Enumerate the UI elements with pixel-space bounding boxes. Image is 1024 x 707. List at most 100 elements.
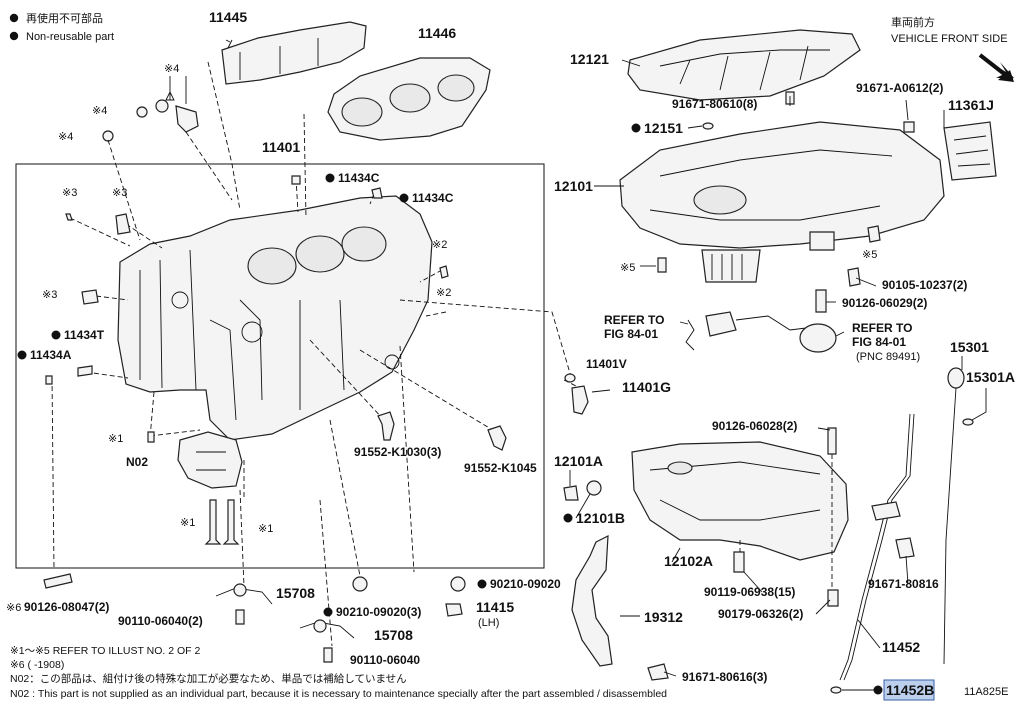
label-11434C-a: 11434C <box>338 171 380 185</box>
label-s1-a: ※1 <box>108 433 123 445</box>
part-11452-dipstick-guide <box>830 413 915 694</box>
label-11415-lh: (LH) <box>478 617 499 629</box>
part-12151-oring <box>702 122 714 130</box>
cylinder-block <box>117 195 433 441</box>
labels-right: 12121 91671-80610(8) 91671-A0612(2) 1136… <box>554 51 1015 701</box>
label-s2-b: ※2 <box>436 287 451 299</box>
label-90110-06040: 90110-06040 <box>350 653 420 667</box>
non-reusable-dot-icon <box>51 330 61 340</box>
part-15301-dipstick <box>943 367 974 665</box>
label-90119-06938: 90119-06938(15) <box>704 585 795 599</box>
label-11434T: 11434T <box>64 328 105 342</box>
label-11434A: 11434A <box>30 348 72 362</box>
label-12101B: 12101B <box>576 510 625 526</box>
labels-left: 11445 11446 ※4 ※4 ※4 11401 11434C 11434C… <box>6 9 671 667</box>
front-label-jp: 車両前方 <box>891 15 935 29</box>
label-fig-84-01-1: FIG 84-01 <box>604 327 658 341</box>
label-19312: 19312 <box>644 609 683 625</box>
label-15301A: 15301A <box>966 369 1015 385</box>
note-1: ※1～※5 REFER TO ILLUST NO. 2 OF 2 <box>10 645 200 657</box>
label-11401: 11401 <box>262 139 300 155</box>
part-12102A <box>631 441 849 561</box>
label-91552-K1045: 91552-K1045 <box>464 461 537 475</box>
block-bolts-bottom <box>43 499 240 589</box>
non-reusable-dot-icon <box>873 685 883 695</box>
block-assembly-frame <box>15 163 545 569</box>
non-reusable-dot-icon <box>325 173 335 183</box>
footnotes: ※1～※5 REFER TO ILLUST NO. 2 OF 2 ※6 ( -1… <box>10 645 667 700</box>
label-s1-c: ※1 <box>258 523 273 535</box>
label-15708-a: 15708 <box>276 585 315 601</box>
part-12101 <box>619 121 945 283</box>
label-pnc-89491: (PNC 89491) <box>856 351 920 363</box>
note-2: ※6 ( -1908) <box>10 659 64 671</box>
label-11401V: 11401V <box>586 357 627 371</box>
label-12101A: 12101A <box>554 453 603 469</box>
label-refer-to-2: REFER TO <box>852 321 912 335</box>
label-s5-b: ※5 <box>862 249 877 261</box>
label-s5-a: ※5 <box>620 262 635 274</box>
label-11452B[interactable]: 11452B <box>886 682 934 698</box>
note-3: N02：この部品は、組付け後の特殊な加工が必要なため、単品では補給していません <box>10 672 407 685</box>
label-12121: 12121 <box>570 51 609 67</box>
non-reusable-dot-icon <box>477 579 487 589</box>
label-91671-80616: 91671-80616(3) <box>682 670 767 684</box>
label-11446: 11446 <box>418 25 456 41</box>
label-11445: 11445 <box>209 9 247 25</box>
part-11361J <box>903 121 997 181</box>
label-91671-80816: 91671-80816 <box>868 577 939 591</box>
label-91671-80610: 91671-80610(8) <box>672 97 757 111</box>
label-91671-A0612: 91671-A0612(2) <box>856 81 943 95</box>
label-90126-08047: 90126-08047(2) <box>24 600 109 614</box>
note-4: N02 : This part is not supplied as an in… <box>10 688 667 700</box>
part-11445 <box>221 21 367 85</box>
washers <box>352 576 466 617</box>
top-left-bolts <box>102 76 199 142</box>
non-reusable-dot-icon <box>399 193 409 203</box>
part-19312 <box>571 534 613 667</box>
leader-lines-right <box>569 59 987 691</box>
label-s3-b: ※3 <box>112 187 127 199</box>
part-12121 <box>627 29 861 105</box>
label-11415: 11415 <box>476 599 514 615</box>
label-90210-09020-3: 90210-09020(3) <box>336 605 421 619</box>
legend-en: Non-reusable part <box>26 31 114 43</box>
non-reusable-dot-icon <box>17 350 27 360</box>
label-s3-a: ※3 <box>62 187 77 199</box>
label-12151: 12151 <box>644 120 683 136</box>
label-s4-b: ※4 <box>58 131 73 143</box>
label-12101: 12101 <box>554 178 593 194</box>
label-refer-to-1: REFER TO <box>604 313 664 327</box>
label-12102A: 12102A <box>664 553 713 569</box>
non-reusable-dot-icon <box>323 607 333 617</box>
label-s2-a: ※2 <box>432 239 447 251</box>
label-s3-c: ※3 <box>42 289 57 301</box>
legend: 再使用不可部品 Non-reusable part <box>9 11 114 43</box>
label-90179-06326: 90179-06326(2) <box>718 607 803 621</box>
label-90210-09020: 90210-09020 <box>490 577 561 591</box>
label-91552-K1030: 91552-K1030(3) <box>354 445 441 459</box>
oil-pan-bolts <box>563 225 915 681</box>
label-90110-06040-2: 90110-06040(2) <box>118 614 203 628</box>
non-reusable-dot-icon <box>563 513 573 523</box>
label-N02: N02 <box>126 455 148 469</box>
label-90105-10237: 90105-10237(2) <box>882 278 967 292</box>
diagram-code: 11A825E <box>964 686 1008 698</box>
label-90126-06029: 90126-06029(2) <box>842 296 927 310</box>
non-reusable-dot-icon <box>631 123 641 133</box>
non-reusable-dot-icon <box>9 13 19 23</box>
front-label-en: VEHICLE FRONT SIDE <box>891 33 1008 45</box>
label-fig-84-01-2: FIG 84-01 <box>852 335 906 349</box>
leader-lines-block <box>51 61 577 647</box>
legend-jp: 再使用不可部品 <box>26 11 103 25</box>
label-s4-top: ※4 <box>164 63 179 75</box>
label-11401G: 11401G <box>622 379 671 395</box>
label-s4-a: ※4 <box>92 105 107 117</box>
label-15708-b: 15708 <box>374 627 413 643</box>
part-N02 <box>177 431 243 489</box>
non-reusable-dot-icon <box>9 31 19 41</box>
label-11361J: 11361J <box>948 97 994 113</box>
part-11401G <box>564 373 589 415</box>
block-side-bolts <box>45 175 507 451</box>
